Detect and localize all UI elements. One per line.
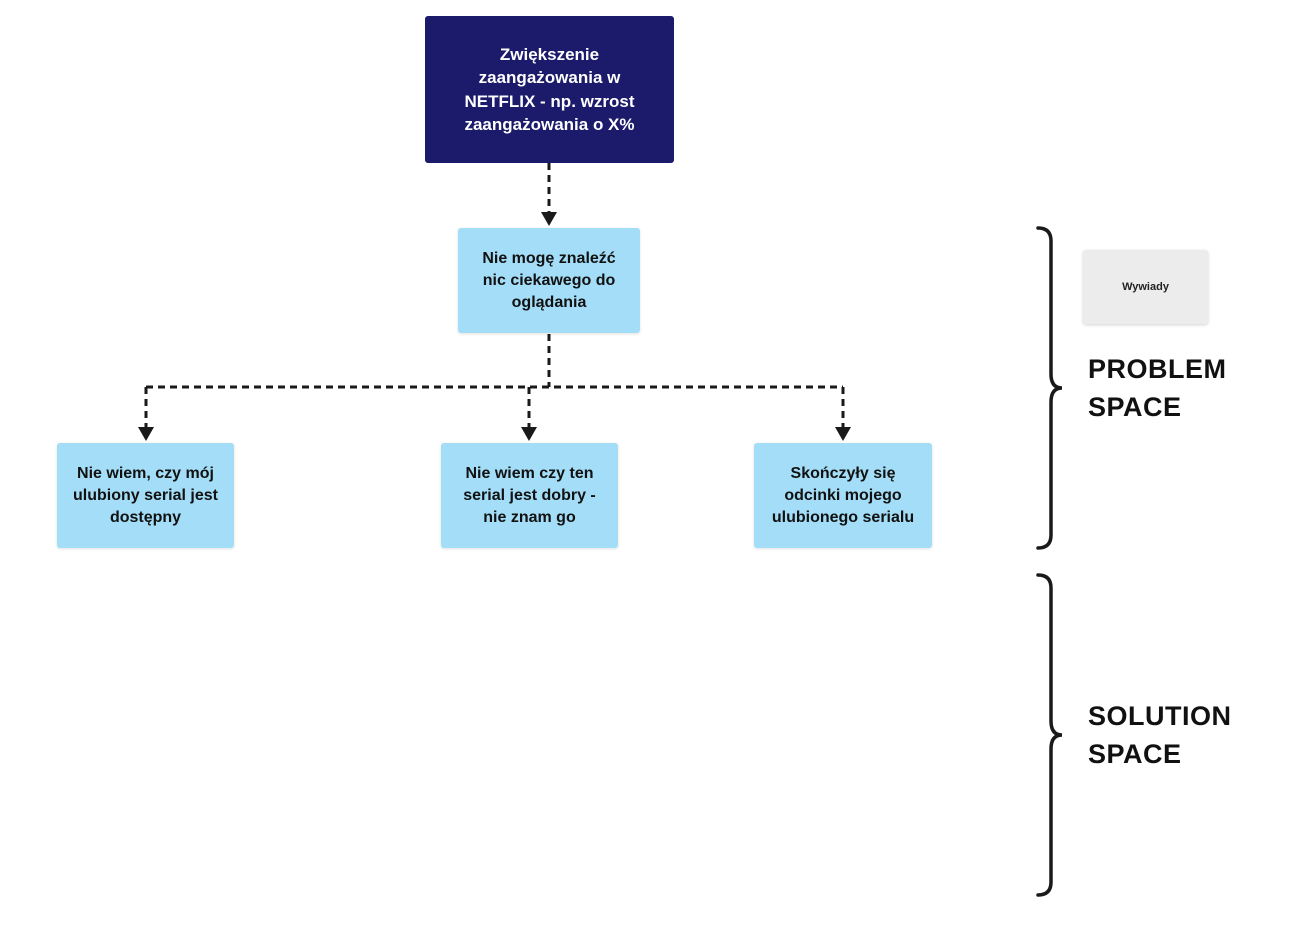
- solution-space-line: SOLUTION: [1088, 701, 1232, 731]
- sub-problem-line: serial jest dobry -: [463, 486, 596, 504]
- goal-node-text: Zwiększenie zaangażowania w NETFLIX - np…: [464, 43, 634, 137]
- problem-node-line: nic ciekawego do: [482, 271, 616, 289]
- problem-node[interactable]: Nie mogę znaleźć nic ciekawego do ogląda…: [458, 228, 640, 333]
- goal-node-line: NETFLIX - np. wzrost: [464, 91, 635, 111]
- goal-node-line: zaangażowania w: [478, 68, 621, 87]
- sub-problem-line: odcinki mojego: [784, 486, 902, 504]
- arrowhead-child3: [835, 427, 851, 441]
- problem-space-brace: [1036, 226, 1063, 550]
- sub-problem-line: nie znam go: [483, 508, 576, 526]
- solution-space-brace: [1036, 573, 1063, 897]
- problem-node-text: Nie mogę znaleźć nic ciekawego do ogląda…: [482, 248, 615, 314]
- sub-problem-line: ulubiony serial jest: [73, 486, 218, 504]
- sub-problem-node-availability[interactable]: Nie wiem, czy mój ulubiony serial jest d…: [57, 443, 234, 548]
- arrowhead-child2: [521, 427, 537, 441]
- goal-node[interactable]: Zwiększenie zaangażowania w NETFLIX - np…: [425, 16, 674, 163]
- goal-node-line: Zwiększenie: [499, 44, 600, 64]
- sub-problem-line: Nie wiem czy ten: [465, 464, 594, 482]
- solution-space-line: SPACE: [1088, 739, 1182, 769]
- problem-node-line: oglądania: [511, 293, 587, 311]
- sub-problem-text: Nie wiem, czy mój ulubiony serial jest d…: [73, 463, 218, 529]
- sub-problem-node-episodes[interactable]: Skończyły się odcinki mojego ulubionego …: [754, 443, 932, 548]
- sub-problem-line: Skończyły się: [790, 464, 896, 482]
- arrowhead-child1: [138, 427, 154, 441]
- sub-problem-line: dostępny: [109, 508, 182, 526]
- problem-node-line: Nie mogę znaleźć: [482, 249, 616, 267]
- goal-node-line: zaangażowania o X%: [464, 115, 635, 134]
- sub-problem-node-quality[interactable]: Nie wiem czy ten serial jest dobry - nie…: [441, 443, 618, 548]
- sub-problem-line: ulubionego serialu: [771, 508, 915, 526]
- sub-problem-text: Skończyły się odcinki mojego ulubionego …: [772, 463, 914, 529]
- sticky-note-label: Wywiady: [1122, 281, 1169, 293]
- arrowhead-problem: [541, 212, 557, 226]
- problem-space-line: PROBLEM: [1088, 354, 1227, 384]
- problem-space-line: SPACE: [1088, 392, 1182, 422]
- solution-space-label: SOLUTION SPACE: [1088, 697, 1232, 773]
- sub-problem-text: Nie wiem czy ten serial jest dobry - nie…: [463, 463, 596, 529]
- sticky-note-interviews[interactable]: Wywiady: [1083, 250, 1208, 324]
- problem-space-label: PROBLEM SPACE: [1088, 350, 1227, 426]
- sub-problem-line: Nie wiem, czy mój: [77, 464, 214, 482]
